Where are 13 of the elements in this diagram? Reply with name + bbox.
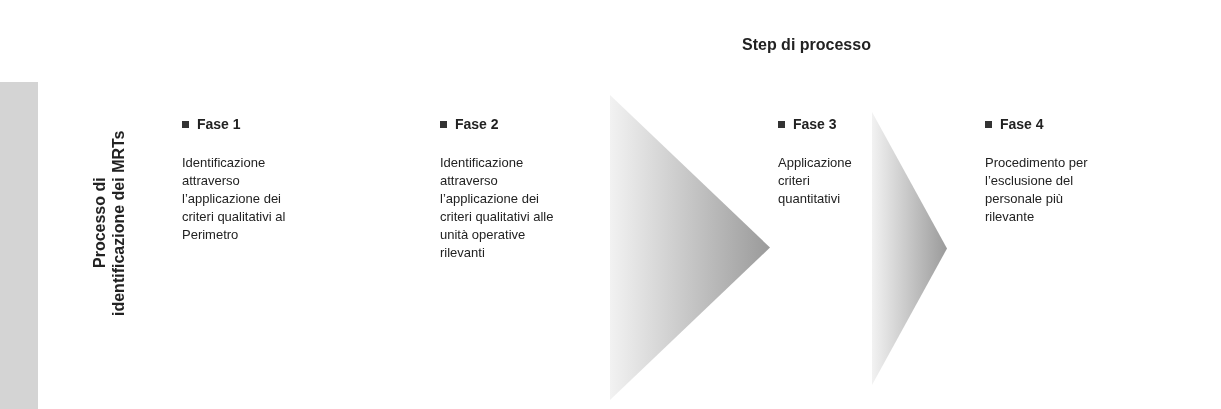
phase-description: Applicazione criteri quantitativi	[778, 154, 853, 208]
diagram-title: Step di processo	[742, 36, 871, 54]
chevron-arrow	[610, 95, 770, 400]
side-band	[0, 82, 38, 409]
chevron-arrow	[872, 112, 947, 385]
phase-heading: Fase 3	[793, 116, 837, 132]
phase-heading: Fase 2	[455, 116, 499, 132]
process-label: Processo di identificazione dei MRTs	[90, 129, 128, 318]
phase-heading: Fase 1	[197, 116, 241, 132]
phase-description: Procedimento per l’esclusione del personale più rilevante	[985, 154, 1089, 226]
phase-description: Identificazione attraverso l’applicazione dei criteri qualitativi al Perimetro	[182, 154, 287, 244]
phase-heading: Fase 4	[1000, 116, 1044, 132]
phase-description: Identificazione attraverso l’applicazione dei criteri qualitativi alle unità operative rilevanti	[440, 154, 555, 262]
